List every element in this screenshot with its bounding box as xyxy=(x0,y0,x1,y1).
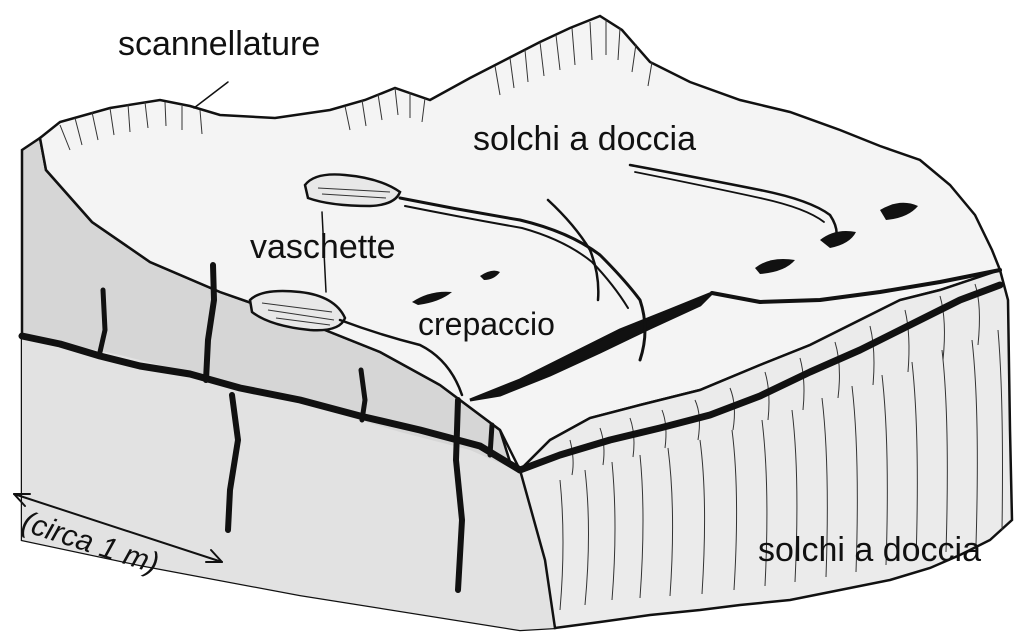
vertical-joint-6 xyxy=(490,425,492,455)
label-scannellature: scannellature xyxy=(118,25,320,63)
label-solchi-a-doccia-top: solchi a doccia xyxy=(473,120,696,158)
label-solchi-a-doccia-bottom: solchi a doccia xyxy=(758,531,981,569)
label-vaschette: vaschette xyxy=(250,228,396,266)
scannellature-pointer xyxy=(194,82,228,108)
label-crepaccio: crepaccio xyxy=(418,306,555,342)
